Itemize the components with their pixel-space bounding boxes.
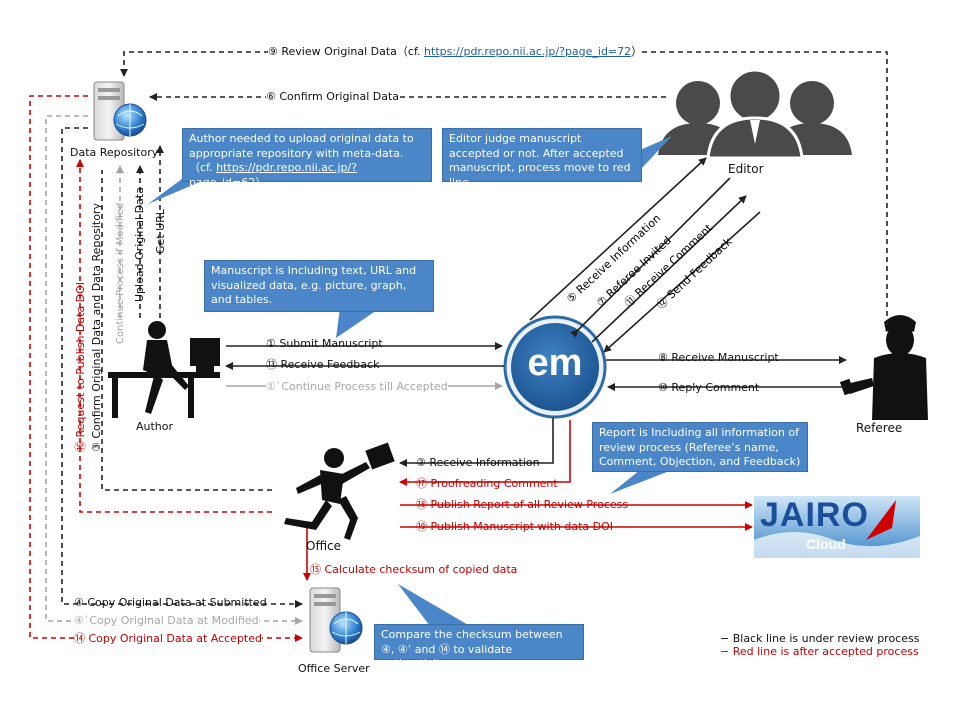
request-doi-arrow (76, 159, 272, 513)
editor-judge-callout: Editor judge manuscript accepted or not.… (442, 128, 642, 189)
copy-modified-label: ④`Copy Original Data at Modified (74, 614, 259, 627)
checksum-compare-callout: Compare the checksum between ④, ④’ and ⑭… (374, 624, 584, 670)
office-server-icon (309, 587, 363, 653)
confirm-original-data-label: ⑥ Confirm Original Data (266, 90, 400, 103)
data-repository-server-icon (93, 81, 147, 141)
calculate-checksum-label: ⑮ Calculate checksum of copied data (310, 563, 518, 576)
report-including-callout: Report is Including all information of r… (592, 422, 808, 472)
referee-label: Referee (856, 421, 903, 435)
author-label: Author (136, 420, 174, 433)
em-logo-text: em (527, 342, 583, 384)
legend-red: − Red line is after accepted process (720, 645, 919, 658)
request-doi-label: ⑯ Request to Publish Data DOI (74, 281, 87, 452)
editor-label: Editor (728, 162, 764, 176)
receive-information-office-arrow (399, 418, 554, 467)
author-upload-cf: （cf. (189, 161, 217, 174)
review-original-data-end: ） (631, 45, 643, 58)
copy-accepted-label: ⑭ Copy Original Data at Accepted (74, 632, 262, 645)
copy-submitted-arrow (61, 127, 303, 608)
legend-black: − Black line is under review process (720, 632, 920, 645)
author-upload-text: Author needed to upload original data to… (189, 132, 414, 160)
manuscript-including-callout: Manuscript is Including text, URL and vi… (204, 260, 434, 312)
author-upload-end: ） (255, 175, 267, 189)
copy-accepted-arrow (29, 95, 303, 642)
data-repository-label: Data Repository (70, 146, 159, 159)
submit-manuscript-label: ① Submit Manuscript (266, 337, 383, 350)
upload-original-data-label: Upload Original Data (133, 187, 146, 302)
send-feedback-arrow (603, 211, 761, 353)
review-original-data-label: ⑨ Review Original Data（cf. https://pdr.r… (268, 45, 643, 58)
author-upload-link[interactable]: https://pdr.repo.nii.ac.jp/?page_id=62 (189, 161, 358, 189)
get-url-label: Get URL (154, 209, 167, 254)
publish-report-label: ⑱ Publish Report of all Review Process (416, 498, 629, 511)
office-server-label: Office Server (298, 662, 370, 675)
referee-invited-arrow (570, 177, 731, 338)
editor-group-icon (658, 68, 852, 160)
confirm-data-repository-label: ③ Confirm Original Data and Data Reposit… (90, 203, 103, 452)
receive-feedback-label: ⑬ Receive Feedback (266, 358, 380, 371)
continue-if-modified-label: Continue Process if Modified (115, 202, 126, 344)
jairo-cloud-text: Cloud (806, 536, 846, 552)
proofreading-comment-label: ⑰ Proofreading Comment (416, 477, 558, 490)
receive-comment-arrow (591, 195, 747, 343)
jairo-logo-text: JAIRO (760, 496, 869, 534)
review-original-data-arrow (120, 51, 888, 325)
review-original-data-link[interactable]: https://pdr.repo.nii.ac.jp/?page_id=72 (424, 45, 632, 58)
confirm-data-repository-line (101, 170, 272, 491)
office-label: Office (306, 539, 342, 553)
jairo-cloud-logo (754, 496, 920, 558)
proofreading-comment-arrow (399, 420, 571, 486)
reply-comment-label: ⑩ Reply Comment (658, 381, 760, 394)
author-upload-callout: Author needed to upload original data to… (182, 128, 432, 189)
referee-icon (839, 315, 928, 420)
office-running-man-icon (284, 442, 395, 540)
author-at-desk-icon (108, 321, 220, 418)
continue-process-label: ①`Continue Process till Accepted (266, 380, 448, 393)
receive-information-editor-arrow (529, 157, 707, 321)
publish-manuscript-label: ⑲ Publish Manuscript with data DOI (416, 520, 614, 533)
em-logo (503, 315, 607, 419)
review-original-data-text: ⑨ Review Original Data（cf. (268, 45, 425, 58)
copy-submitted-label: ④ Copy Original Data at Submitted (74, 596, 267, 609)
receive-information-office-label: ② Receive Information (416, 456, 540, 469)
receive-manuscript-label: ⑧ Receive Manuscript (658, 351, 779, 364)
